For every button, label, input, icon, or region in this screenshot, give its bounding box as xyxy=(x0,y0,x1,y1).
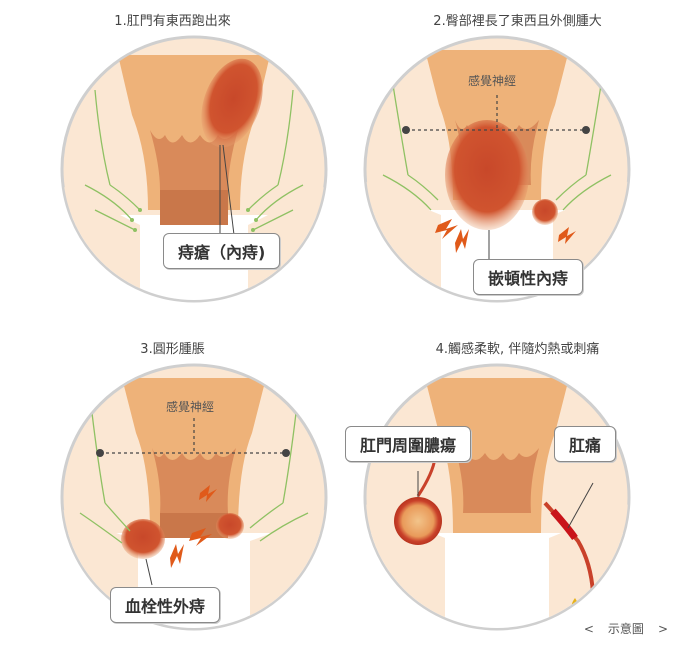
panel-perianal-abscess: 4.觸感柔軟, 伴隨灼熱或刺痛 肛門周圍膿瘍 肛痛 xyxy=(345,328,690,655)
panel-incarcerated-hemorrhoid: 2.臀部裡長了東西且外側腫大 xyxy=(345,0,690,327)
hemorrhoid-label: 嵌頓性內痔 xyxy=(473,259,584,295)
panel-title: 2.臀部裡長了東西且外側腫大 xyxy=(433,14,602,29)
caption-label: 示意圖 xyxy=(607,622,644,636)
anatomy-illustration xyxy=(363,363,631,631)
next-button[interactable]: > xyxy=(657,621,668,636)
anatomy-illustration xyxy=(363,35,631,303)
hemorrhoid-label: 痔瘡（內痔) xyxy=(163,233,281,269)
hemorrhoid-label: 血栓性外痔 xyxy=(110,587,221,623)
panel-title: 1.肛門有東西跑出來 xyxy=(114,14,231,29)
panel-title: 3.圓形腫脹 xyxy=(140,342,205,357)
sensory-nerve-label: 感覺神經 xyxy=(468,74,517,88)
prev-button[interactable]: < xyxy=(583,621,594,636)
anal-pain-label: 肛痛 xyxy=(554,426,617,462)
footer-nav: < 示意圖 > xyxy=(584,620,668,637)
abscess-label: 肛門周圍膿瘍 xyxy=(345,426,472,462)
sensory-nerve-label: 感覺神經 xyxy=(166,400,215,414)
anatomy-illustration xyxy=(60,35,328,303)
panel-internal-hemorrhoid: 1.肛門有東西跑出來 痔瘡（內痔) xyxy=(0,0,345,327)
panel-title: 4.觸感柔軟, 伴隨灼熱或刺痛 xyxy=(435,342,600,357)
panel-thrombosed-hemorrhoid: 3.圓形腫脹 xyxy=(0,328,345,655)
